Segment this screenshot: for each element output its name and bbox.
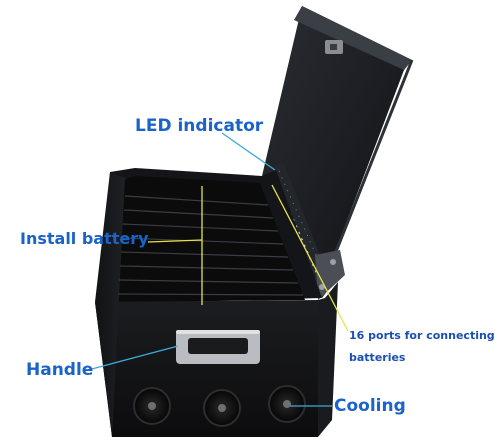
- fan-icon: [268, 385, 306, 423]
- pointer-ports: [271, 184, 349, 332]
- handle: [176, 330, 260, 364]
- label-handle: Handle: [26, 360, 94, 380]
- label-install-battery: Install battery: [20, 229, 149, 248]
- pointer-led: [221, 132, 276, 171]
- label-led-indicator: LED indicator: [135, 116, 264, 136]
- pointer-handle: [87, 345, 179, 371]
- pointer-install: [147, 239, 203, 243]
- fan-icon: [203, 389, 241, 427]
- hinge: [315, 250, 345, 300]
- lock-icon: [325, 40, 343, 54]
- label-ports-line1: 16 ports for connecting: [349, 329, 495, 342]
- label-ports: 16 ports for connecting batteries: [349, 325, 495, 369]
- label-cooling: Cooling: [334, 396, 406, 416]
- fan-icon: [133, 387, 171, 425]
- label-ports-line2: batteries: [349, 351, 406, 364]
